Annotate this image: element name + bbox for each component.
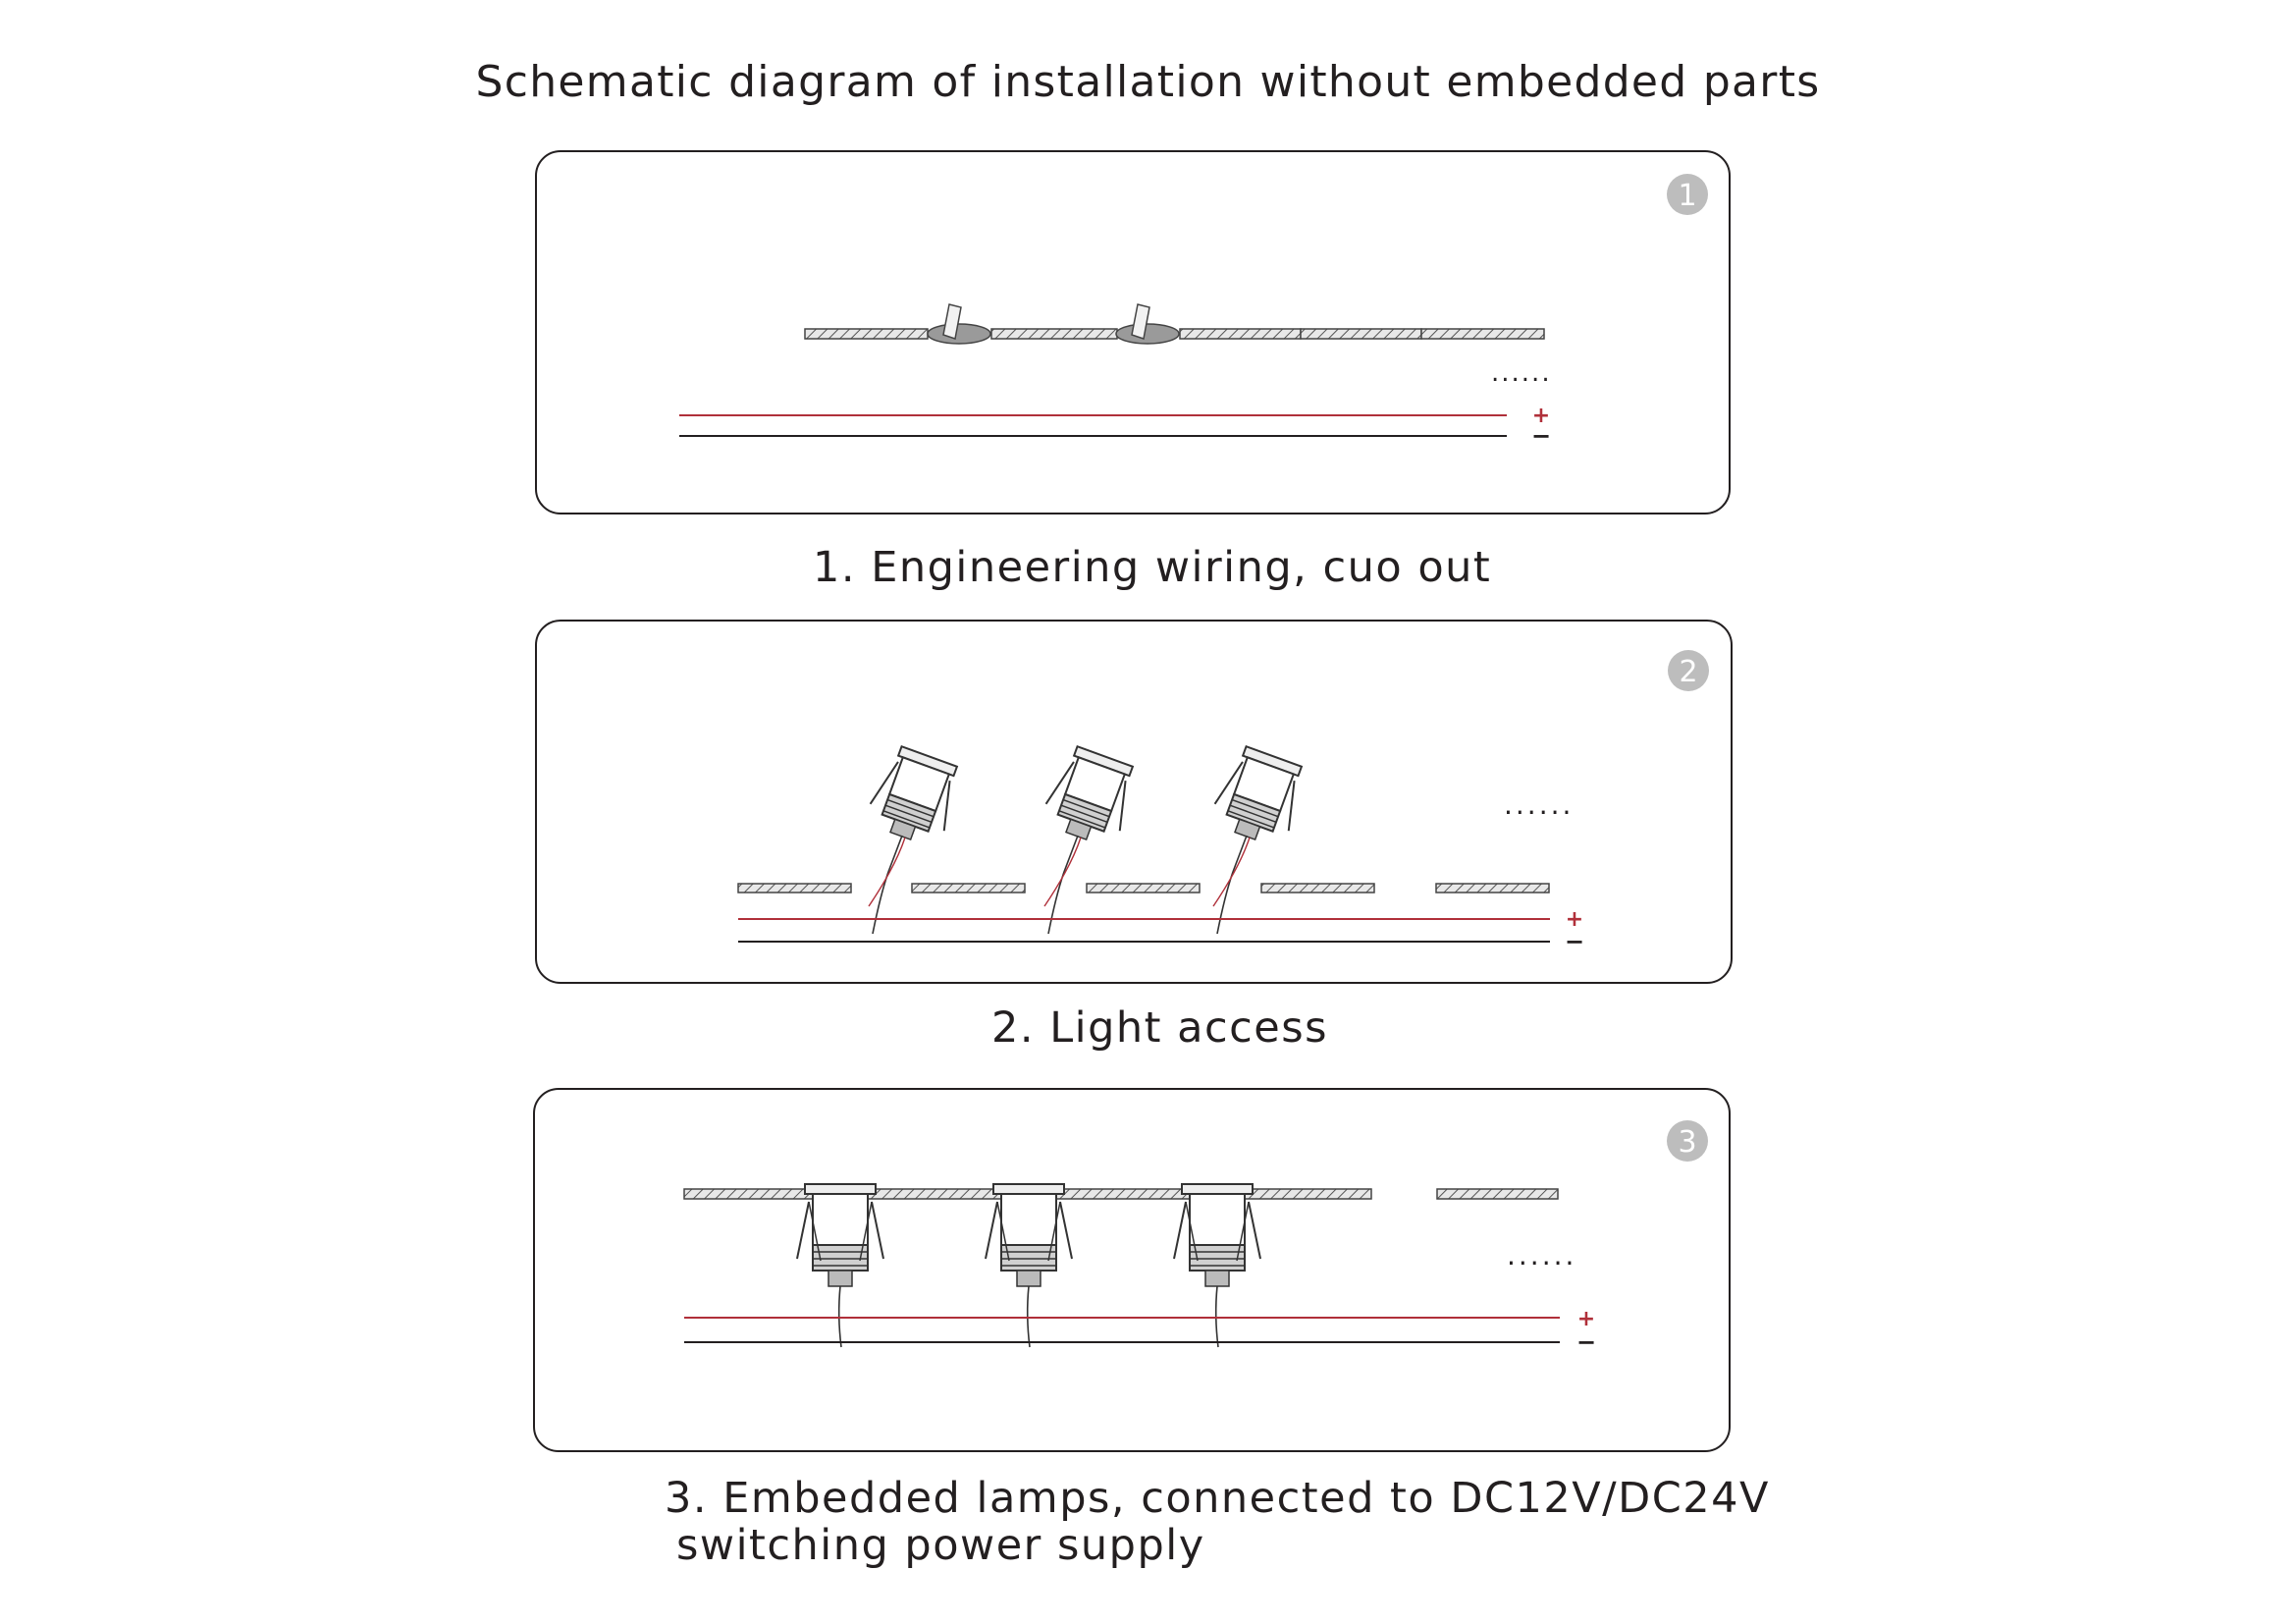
lamp-1 (862, 741, 968, 935)
step-2-caption: 2. Light access (991, 1003, 1329, 1053)
lamp-3 (1206, 741, 1312, 935)
minus-sign: − (1531, 422, 1551, 450)
ellipsis: ...... (1504, 788, 1574, 821)
plus-sign: + (1532, 404, 1550, 428)
svg-text:1: 1 (1678, 179, 1696, 213)
plus-sign: + (1566, 907, 1583, 932)
lamp-2 (1038, 741, 1144, 935)
svg-text:2: 2 (1679, 655, 1697, 689)
ceiling-board (804, 328, 1545, 340)
lamp-1 (796, 1183, 884, 1348)
svg-text:3: 3 (1678, 1125, 1696, 1160)
step-3-badge: 3 (1667, 1120, 1708, 1162)
step-3-caption-line-2: switching power supply (676, 1521, 1205, 1570)
step-3-caption-line-1: 3. Embedded lamps, connected to DC12V/DC… (665, 1474, 1770, 1523)
step-2-badge: 2 (1668, 650, 1709, 691)
lamp-2 (985, 1183, 1073, 1348)
minus-sign: − (1576, 1328, 1596, 1356)
ellipsis: ...... (1491, 358, 1552, 388)
plus-sign: + (1577, 1307, 1595, 1331)
step-2-panel: 2 ...... + − (535, 620, 1733, 984)
step-1-badge: 1 (1667, 174, 1708, 215)
lamp-3 (1173, 1183, 1261, 1348)
step-3-panel: 3 ...... + − (533, 1088, 1731, 1452)
cut-hole-2 (1115, 303, 1180, 345)
diagram-title: Schematic diagram of installation withou… (475, 57, 1821, 107)
ceiling-board (737, 883, 1550, 893)
cut-hole-1 (927, 303, 991, 345)
ellipsis: ...... (1507, 1239, 1576, 1272)
minus-sign: − (1565, 928, 1584, 955)
step-1-panel: 1 ...... + − (535, 150, 1731, 514)
step-1-caption: 1. Engineering wiring, cuo out (813, 543, 1492, 592)
